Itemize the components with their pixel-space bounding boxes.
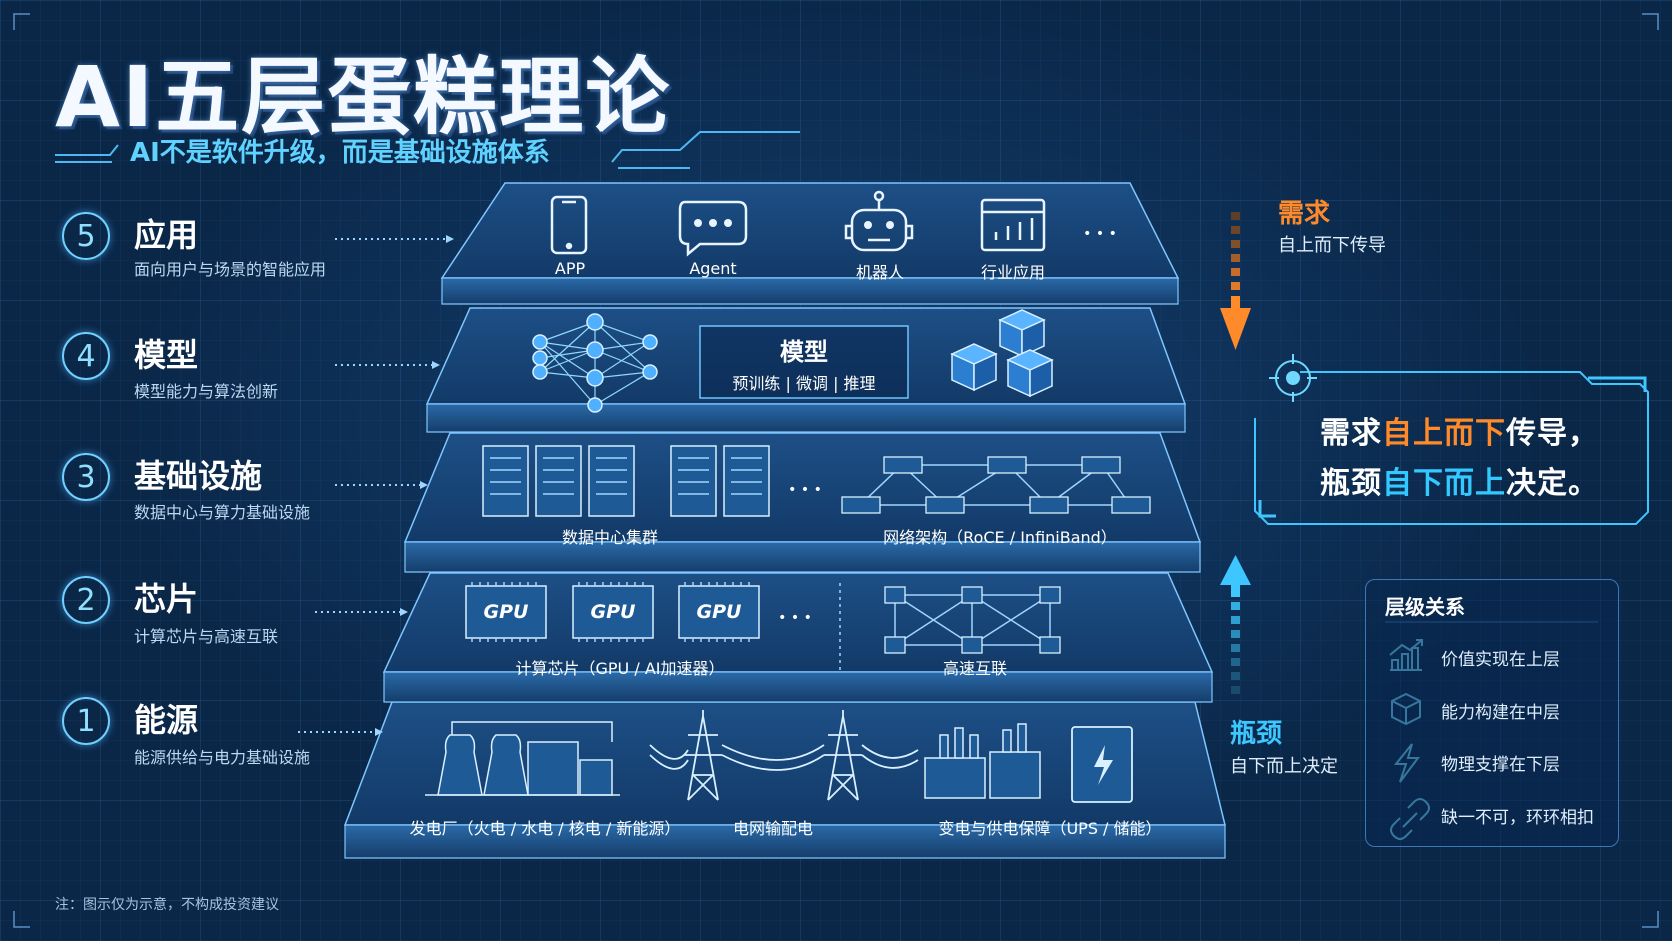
substation-icon <box>924 723 1041 799</box>
agent-label: Agent <box>689 259 737 278</box>
industry-app-label: 行业应用 <box>980 263 1045 282</box>
layer-desc: 计算芯片与高速互联 <box>134 627 279 646</box>
network-label: 网络架构（RoCE / InfiniBand） <box>883 528 1117 547</box>
gpu-chip-pins <box>471 582 750 642</box>
connector-arrowheads <box>375 235 454 736</box>
chip-ellipsis: • • • <box>778 610 812 626</box>
layer-number: 3 <box>62 453 110 501</box>
callout-text: 瓶颈 <box>1320 466 1382 501</box>
network-switches <box>841 456 1151 514</box>
subtitle-deco-lines <box>55 131 800 169</box>
layer-number: 4 <box>62 332 110 380</box>
datacenter-label: 数据中心集群 <box>561 528 658 547</box>
connector-lines <box>298 238 446 733</box>
callout-highlight: 自上而下 <box>1382 416 1506 451</box>
server-rack-icons <box>482 445 770 517</box>
app-ellipsis: • • • <box>1083 226 1117 242</box>
callout-highlight: 自下而上 <box>1382 466 1506 501</box>
model-box-title: 模型 <box>780 338 828 366</box>
server-rack-lines <box>490 457 762 495</box>
model-box <box>699 325 909 399</box>
callout-text: 传导， <box>1506 416 1599 451</box>
chat-icon <box>678 200 748 257</box>
interconnect-label: 高速互联 <box>942 659 1007 678</box>
layer-5-label-group: 5 <box>62 212 110 260</box>
layer-desc: 能源供给与电力基础设施 <box>134 748 311 767</box>
layer-1-label-group: 1 <box>62 697 110 745</box>
robot-icon <box>844 190 914 252</box>
cubes-icon <box>950 309 1054 398</box>
transmission-tower-icons <box>649 710 919 801</box>
layer-2-label-group: 2 <box>62 576 110 624</box>
layer-name: 基础设施 <box>134 457 263 495</box>
layer-5-slab <box>440 182 1180 305</box>
dashboard-icon <box>980 198 1046 252</box>
layer-number: 2 <box>62 576 110 624</box>
layer-name: 芯片 <box>134 580 199 618</box>
layer-desc: 数据中心与算力基础设施 <box>134 503 311 522</box>
layer-number: 5 <box>62 212 110 260</box>
grid-label: 电网输配电 <box>732 819 813 838</box>
substation-label: 变电与供电保障（UPS / 储能） <box>938 819 1162 838</box>
legend-item: 物理支撑在下层 <box>1441 755 1560 775</box>
callout-text: 决定。 <box>1506 466 1599 501</box>
page-title: AI五层蛋糕理论 <box>55 48 672 146</box>
robot-label: 机器人 <box>855 263 904 282</box>
neural-nodes <box>532 313 658 413</box>
bottleneck-arrow <box>1220 555 1251 694</box>
layer-desc: 模型能力与算法创新 <box>134 382 279 401</box>
callout-line-2: 瓶颈自下而上决定。 <box>1320 458 1599 502</box>
callout-line-1: 需求自上而下传导， <box>1320 408 1599 452</box>
callout-text: 需求 <box>1320 416 1382 451</box>
legend-item: 能力构建在中层 <box>1441 703 1560 723</box>
battery-cabinet-icon <box>1071 726 1133 803</box>
corner-brackets <box>13 13 1659 928</box>
footnote: 注：图示仅为示意，不构成投资建议 <box>55 897 279 913</box>
demand-desc: 自上而下传导 <box>1278 235 1386 256</box>
gpu-chip-label: GPU <box>483 601 529 623</box>
legend-panel <box>1365 579 1619 847</box>
gpu-chip-icons <box>465 585 760 639</box>
layer-name: 应用 <box>134 216 199 254</box>
gpu-chip-label: GPU <box>590 601 636 623</box>
bottleneck-title: 瓶颈 <box>1230 719 1283 749</box>
legend-title: 层级关系 <box>1385 595 1465 619</box>
neural-network-icon <box>539 321 651 406</box>
phone-icon <box>550 195 588 255</box>
callout-frame <box>1254 371 1649 525</box>
layer-name: 能源 <box>134 701 199 739</box>
gpu-chip-label: GPU <box>696 601 742 623</box>
compute-chip-label: 计算芯片（GPU / AI加速器） <box>515 659 725 678</box>
chat-dots <box>694 219 894 229</box>
legend-item: 缺一不可，环环相扣 <box>1441 808 1594 828</box>
model-box-subtitle: 预训练 | 微调 | 推理 <box>732 374 876 393</box>
target-icon <box>1269 354 1317 402</box>
demand-arrow <box>1220 212 1251 350</box>
interconnect-nodes <box>884 586 1061 654</box>
power-plant-icon <box>425 721 620 796</box>
page-subtitle: AI不是软件升级，而是基础设施体系 <box>130 138 550 168</box>
layer-3-label-group: 3 <box>62 453 110 501</box>
layer-4-label-group: 4 <box>62 332 110 380</box>
legend-item: 价值实现在上层 <box>1441 650 1560 670</box>
infra-ellipsis: • • • <box>788 482 822 498</box>
layer-number: 1 <box>62 697 110 745</box>
power-plant-label: 发电厂（火电 / 水电 / 核电 / 新能源） <box>409 819 681 838</box>
layer-name: 模型 <box>134 336 199 374</box>
layer-desc: 面向用户与场景的智能应用 <box>134 260 327 279</box>
bottleneck-desc: 自下而上决定 <box>1230 756 1338 777</box>
app-label: APP <box>554 259 586 278</box>
demand-title: 需求 <box>1278 199 1331 229</box>
